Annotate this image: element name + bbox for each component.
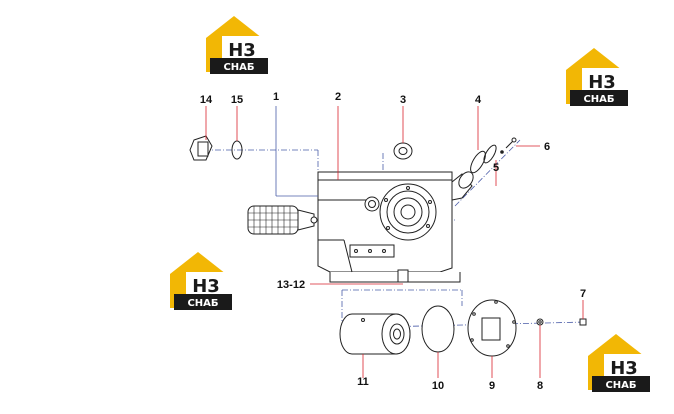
callout-14: 14 (200, 94, 213, 106)
logo-mark-text: H3 (228, 40, 256, 61)
leader-lines (205, 106, 584, 378)
cover (467, 299, 517, 357)
callout-8: 8 (537, 380, 543, 392)
logo-mark-text: H3 (192, 276, 220, 297)
logo-caption: СНАБ (187, 298, 218, 309)
wing-nut (536, 318, 544, 326)
brand-logo: H3 СНАБ (588, 334, 650, 392)
safety-element (421, 305, 455, 353)
callout-10: 10 (432, 380, 444, 392)
filter-housing (317, 171, 461, 283)
callout-4: 4 (475, 94, 482, 106)
logo-mark-text: H3 (610, 358, 638, 379)
callout-11: 11 (357, 376, 369, 388)
callout-5: 5 (493, 162, 499, 174)
nut (393, 142, 413, 160)
callout-6: 6 (544, 141, 550, 153)
brand-logo: H3 СНАБ (566, 48, 628, 106)
callout-9: 9 (489, 380, 495, 392)
callout-3: 3 (400, 94, 406, 106)
callout-2: 2 (335, 91, 341, 103)
logo-caption: СНАБ (583, 94, 614, 105)
vacuator-pin (579, 318, 587, 326)
callout-1: 1 (273, 91, 279, 103)
logo-caption: СНАБ (605, 380, 636, 391)
callout-13-12: 13-12 (277, 279, 305, 291)
inlet-elbow (451, 171, 474, 201)
brand-logo: H3 СНАБ (170, 252, 232, 310)
pre-cleaner (247, 205, 318, 235)
callout-15: 15 (231, 94, 243, 106)
clamp (470, 144, 497, 174)
screw (500, 137, 517, 154)
hex-plug (189, 135, 213, 161)
callout-7: 7 (580, 288, 586, 300)
brand-logo: H3 СНАБ (206, 16, 268, 74)
logo-caption: СНАБ (223, 62, 254, 73)
filter-element (339, 313, 411, 355)
logo-mark-text: H3 (588, 72, 616, 93)
